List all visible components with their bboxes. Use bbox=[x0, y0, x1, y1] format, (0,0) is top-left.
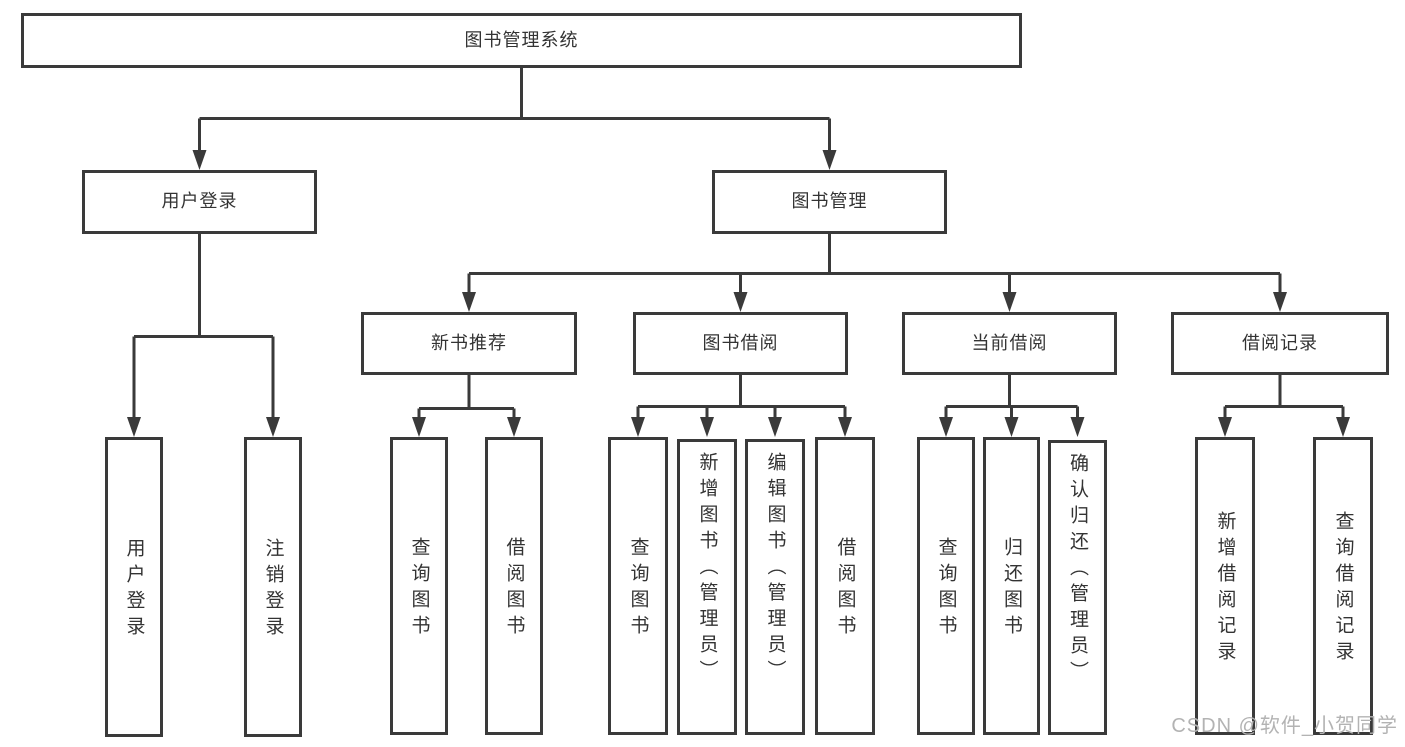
node-user-login: 用户登录 bbox=[82, 170, 317, 234]
leaf-borrow-books: 借阅图书 bbox=[815, 437, 875, 735]
node-current-borrow: 当前借阅 bbox=[902, 312, 1117, 375]
leaf-borrow-query-books: 查询图书 bbox=[608, 437, 668, 735]
leaf-return-books: 归还图书 bbox=[983, 437, 1040, 735]
connector-lines bbox=[132, 66, 1345, 425]
leaf-add-borrow-record: 新增借阅记录 bbox=[1195, 437, 1255, 735]
arrowheads bbox=[127, 150, 1350, 437]
node-book-management: 图书管理 bbox=[712, 170, 947, 234]
node-new-book-recommend: 新书推荐 bbox=[361, 312, 577, 375]
node-book-borrow: 图书借阅 bbox=[633, 312, 848, 375]
leaf-logout: 注销登录 bbox=[244, 437, 302, 737]
watermark: CSDN @软件_小贺同学 bbox=[1171, 715, 1398, 737]
node-borrow-record: 借阅记录 bbox=[1171, 312, 1389, 375]
node-root: 图书管理系统 bbox=[21, 13, 1022, 68]
leaf-recommend-borrow-books: 借阅图书 bbox=[485, 437, 543, 735]
leaf-current-query-books: 查询图书 bbox=[917, 437, 975, 735]
leaf-user-login: 用户登录 bbox=[105, 437, 163, 737]
leaf-confirm-return-admin: 确认归还（管理员） bbox=[1048, 440, 1107, 735]
leaf-query-borrow-record: 查询借阅记录 bbox=[1313, 437, 1373, 735]
leaf-recommend-query-books: 查询图书 bbox=[390, 437, 448, 735]
leaf-add-books-admin: 新增图书（管理员） bbox=[677, 439, 737, 735]
leaf-edit-books-admin: 编辑图书（管理员） bbox=[745, 439, 805, 735]
